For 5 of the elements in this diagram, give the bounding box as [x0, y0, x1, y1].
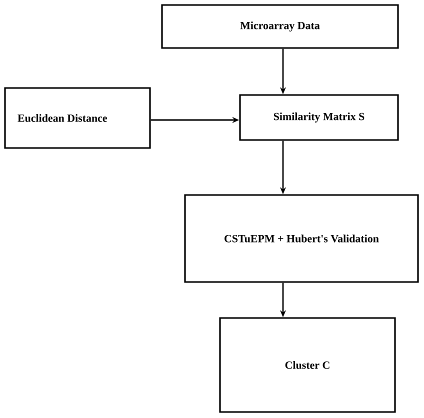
- process-box: CSTuEPM + Hubert's Validation: [184, 194, 419, 283]
- process-box: Microarray Data: [161, 4, 399, 49]
- process-box: Euclidean Distance: [4, 87, 151, 149]
- process-box: Similarity Matrix S: [239, 94, 399, 141]
- process-box: Cluster C: [219, 317, 396, 413]
